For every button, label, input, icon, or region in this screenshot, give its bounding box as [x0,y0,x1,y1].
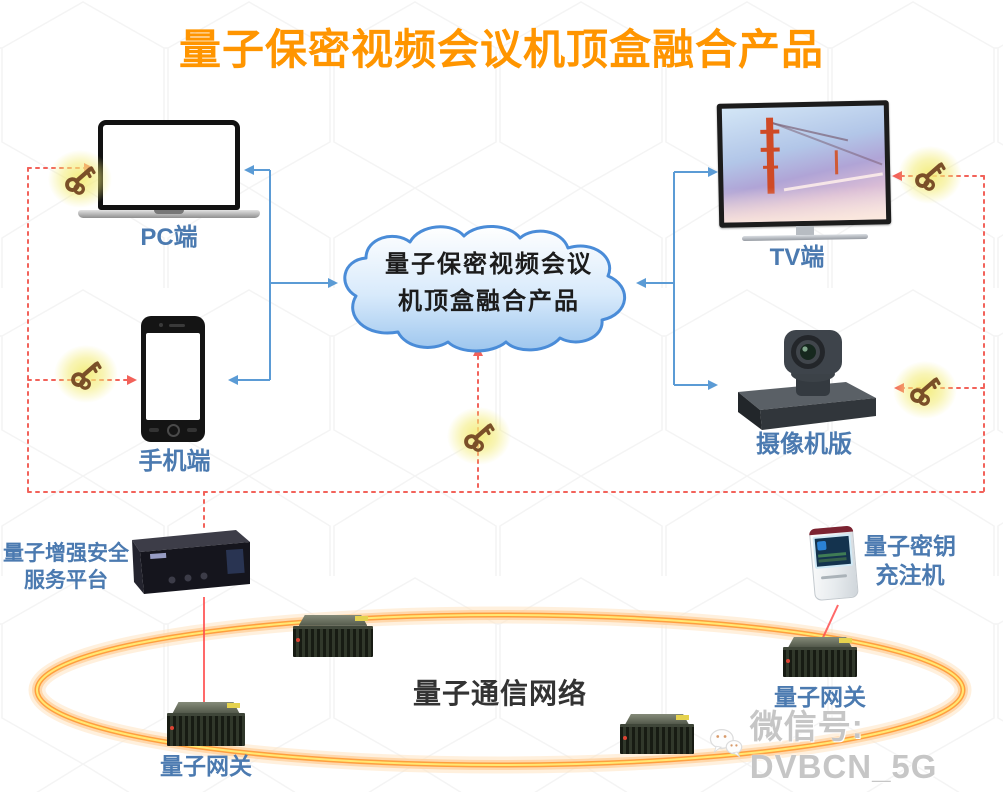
gateway-right-label: 量子网关 [774,684,866,710]
phone-speaker [169,324,185,327]
rack-sticker [839,638,852,643]
rack-sticker [676,715,689,720]
wechat-icon [709,728,743,758]
key-injector-label-line1: 量子密钥 [864,533,956,559]
rack-front [293,625,373,657]
security-platform-image [132,530,250,594]
key-icon [54,345,118,403]
tv-image [716,100,892,270]
phone-screen [146,333,200,420]
key-injector-label-line2: 充注机 [875,562,945,588]
cloud-title-line2: 机顶盒融合产品 [398,288,580,315]
tv-label: TV端 [769,244,825,271]
quantum-gateway-right [783,637,857,677]
laptop-base [78,210,260,218]
rack-sticker [355,616,368,621]
camera-label: 摄像机版 [756,431,852,458]
security-platform-label-line2: 服务平台 [24,569,108,592]
kiosk-screen-icon [816,540,827,551]
blue-arrowheads [228,165,718,390]
bridge-far-tower [834,150,839,175]
rack-top [172,702,240,714]
key-icon [447,407,511,465]
pc-label: PC端 [140,224,198,251]
tv-screen [721,105,887,223]
key-icon [893,361,957,419]
watermark-text: 微信号: DVBCN_5G [749,708,938,785]
key-injector-label: 量子密钥 充注机 [852,532,968,590]
rack-front [620,724,694,754]
cloud-shape [343,224,626,353]
bridge-crossbar [763,165,779,169]
quantum-gateway-bottom [620,714,694,754]
laptop-screen [98,120,240,210]
key-icon [898,146,962,204]
watermark: 微信号: DVBCN_5G [708,700,1003,786]
phone-camera-dot [159,323,163,327]
bridge-cable [771,121,883,165]
rack-top [625,714,689,725]
blue-media-lines [236,169,708,386]
bridge-crossbar [760,129,780,134]
gateway-left-label: 量子网关 [160,753,252,779]
phone-image [141,316,207,444]
key-icon [48,150,112,208]
security-platform-label-line1: 量子增强安全 [3,542,129,565]
bridge-crossbar [760,147,780,152]
rack-front [783,647,857,677]
rack-front [167,713,245,746]
rack-led [786,659,790,663]
security-platform-label: 量子增强安全 服务平台 [2,540,130,594]
bridge-mist [723,185,887,223]
cloud-title: 量子保密视频会议 机顶盒融合产品 [356,246,622,320]
tv-stand-base [741,233,869,242]
rack-sticker [227,703,240,708]
phone-label: 手机端 [138,448,211,475]
laptop-notch [154,210,184,214]
tv-frame [716,100,892,228]
rack-led [170,726,174,731]
quantum-gateway-top [293,615,373,657]
phone-soft-key-right [187,428,197,432]
phone-soft-key-left [149,428,159,432]
quantum-network-label: 量子通信网络 [412,678,587,709]
camera-image [738,330,876,430]
page-title: 量子保密视频会议机顶盒融合产品 [178,26,824,73]
phone-home-button [167,424,180,437]
quantum-gateway-left [167,702,245,746]
cloud-title-line1: 量子保密视频会议 [385,251,593,278]
rack-led [623,736,627,740]
rack-top [788,637,852,648]
rack-top [298,615,368,626]
tv-stand-neck [796,226,814,235]
kiosk-screen [812,533,854,569]
rack-led [296,638,300,643]
